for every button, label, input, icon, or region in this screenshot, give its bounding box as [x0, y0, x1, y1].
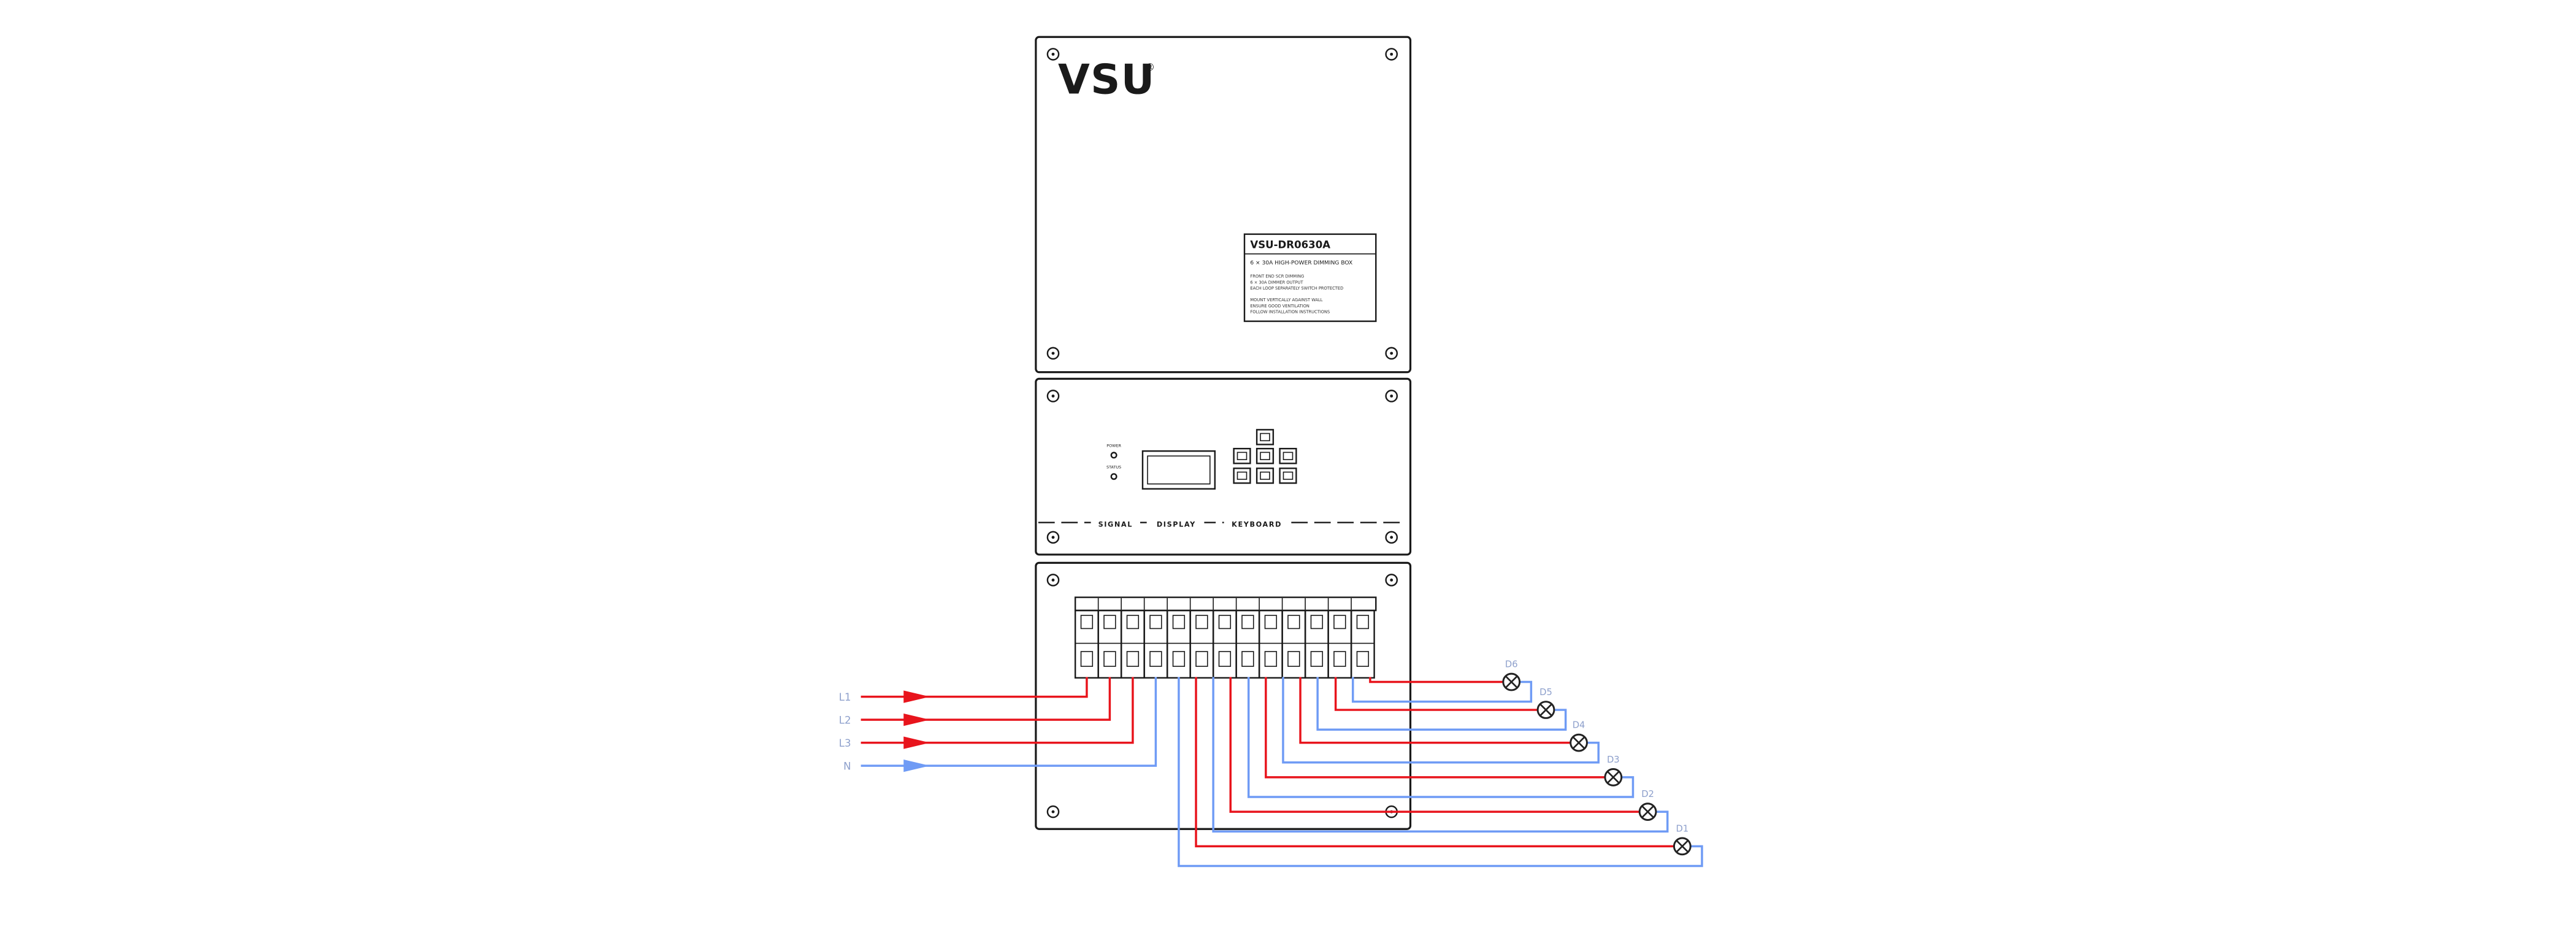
- wire-neutral-d5: [1316, 677, 1567, 731]
- lamp-icon: [1638, 802, 1657, 821]
- wire-live-d1: [1195, 677, 1674, 848]
- lamp-d6: D6: [1502, 659, 1521, 691]
- wire-live-d3: [1265, 677, 1605, 779]
- enclosure-middle-panel: [1035, 377, 1412, 556]
- label-note-line: MOUNT VERTICALLY AGAINST WALL: [1250, 298, 1322, 302]
- status-led-label: STATUS: [1106, 464, 1121, 469]
- enclosure-middle-section: POWER STATUS SIGNAL DISPLAY KEYBOARD: [1035, 377, 1412, 556]
- lcd-display: [1141, 450, 1216, 490]
- label-note-line: 6 × 30A DIMMER OUTPUT: [1250, 280, 1303, 285]
- label-note-line: EACH LOOP SEPARATELY SWITCH PROTECTED: [1250, 286, 1343, 291]
- label-note-line: FOLLOW INSTALLATION INSTRUCTIONS: [1250, 309, 1330, 314]
- panel-divider-dashed: SIGNAL DISPLAY KEYBOARD: [1038, 515, 1406, 530]
- label-note-line: FRONT END SCR DIMMING: [1250, 274, 1304, 279]
- label-mask: [1224, 515, 1290, 530]
- live-wire: [861, 677, 1111, 721]
- arrow-icon: [903, 759, 930, 772]
- input-label-l3: L3: [839, 737, 851, 749]
- power-led-label: POWER: [1106, 444, 1121, 448]
- lamp-icon: [1502, 672, 1521, 691]
- lamp-icon: [1570, 733, 1588, 752]
- input-label-l2: L2: [839, 715, 851, 726]
- input-wire-n: N: [843, 677, 1157, 772]
- rating-label: VSU-DR0630A 6 × 30A HIGH-POWER DIMMING B…: [1243, 233, 1377, 322]
- lamp-d1: D1: [1673, 823, 1692, 856]
- registered-mark: ®: [1145, 61, 1155, 73]
- enclosure-bottom-panel: [1035, 561, 1412, 830]
- enclosure-top-panel: [1035, 36, 1412, 374]
- wire-neutral-d1: [1178, 677, 1703, 868]
- input-wire-l3: L3: [839, 677, 1134, 749]
- arrow-icon: [903, 690, 930, 703]
- model-number: VSU-DR0630A: [1250, 239, 1330, 250]
- lamp-icon: [1536, 701, 1555, 719]
- enclosure-bottom-section: [1035, 561, 1412, 830]
- lamp-label: D1: [1676, 823, 1689, 834]
- power-led-icon: [1110, 452, 1117, 459]
- lamp-icon: [1673, 837, 1692, 856]
- rating-label-border: [1243, 233, 1377, 322]
- label-note-line: ENSURE GOOD VENTILATION: [1250, 304, 1309, 309]
- wire-neutral-d4: [1282, 677, 1600, 764]
- terminal-bus-ticks: [1097, 598, 1352, 610]
- lamp-d3: D3: [1604, 755, 1623, 787]
- wire-neutral-d6: [1352, 677, 1533, 703]
- wire-neutral-d2: [1212, 677, 1669, 833]
- section-label-signal: SIGNAL: [1098, 521, 1133, 529]
- arrow-icon: [903, 736, 930, 749]
- wire-live-d4: [1299, 677, 1571, 744]
- lamp-label: D3: [1607, 755, 1620, 765]
- lcd-display-bezel: [1141, 450, 1216, 490]
- led-indicators: POWER STATUS: [1106, 444, 1122, 480]
- live-wire: [861, 677, 1088, 698]
- arrow-icon: [903, 713, 930, 726]
- input-label-l1: L1: [839, 691, 851, 703]
- wire-live-d5: [1334, 677, 1538, 711]
- wire-live-d2: [1229, 677, 1640, 813]
- lamp-icon: [1604, 768, 1623, 787]
- label-mask: [1150, 515, 1205, 530]
- label-mask: [1091, 515, 1140, 530]
- section-label-keyboard: KEYBOARD: [1232, 521, 1282, 529]
- enclosure-top-section: VSU ® VSU-DR0630A 6 × 30A HIGH-POWER DIM…: [1035, 36, 1412, 374]
- lamp-label: D5: [1539, 687, 1552, 698]
- terminal-strip: [1074, 596, 1377, 679]
- wire-live-d6: [1369, 677, 1503, 683]
- load-wiring: [1178, 677, 1703, 868]
- live-wire: [861, 677, 1134, 744]
- section-label-display: DISPLAY: [1157, 521, 1196, 529]
- wire-neutral-d3: [1247, 677, 1635, 798]
- lamp-d5: D5: [1536, 687, 1555, 719]
- input-label-n: N: [843, 761, 851, 772]
- lamp-label: D6: [1505, 659, 1518, 669]
- status-led-icon: [1110, 473, 1117, 480]
- lcd-display-screen: [1147, 455, 1211, 485]
- input-wire-l1: L1: [839, 677, 1088, 703]
- lamp-d2: D2: [1638, 789, 1657, 821]
- neutral-wire: [861, 677, 1157, 767]
- label-subtitle: 6 × 30A HIGH-POWER DIMMING BOX: [1250, 260, 1352, 266]
- lamp-label: D4: [1573, 720, 1585, 731]
- lamp-d4: D4: [1570, 720, 1588, 752]
- lamp-loads: D6 D5 D4 D3 D2 D1: [1502, 659, 1692, 856]
- mains-input-wires: L1 L2 L3 N: [839, 677, 1157, 772]
- brand-logo: VSU: [1058, 56, 1155, 104]
- lamp-label: D2: [1641, 789, 1654, 799]
- input-wire-l2: L2: [839, 677, 1111, 726]
